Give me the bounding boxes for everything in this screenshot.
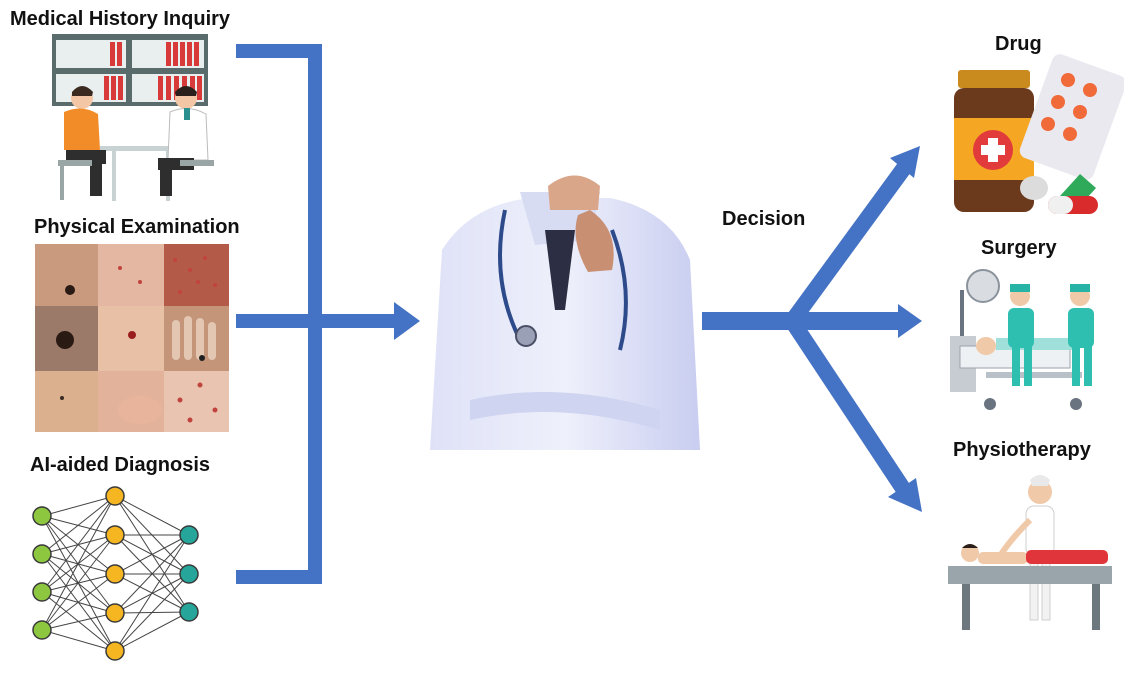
doctor-hand [575, 210, 614, 272]
nn-hidden-node [105, 564, 125, 584]
patient-red-clothing [1026, 550, 1108, 564]
arrow-to-doctor-head [394, 302, 420, 340]
nn-edge [41, 495, 116, 517]
surgical-lamp [966, 269, 1000, 303]
patient-back [978, 552, 1028, 564]
bracket-bottom-arm [236, 570, 322, 584]
nn-edge [41, 495, 116, 593]
nn-input-node [32, 506, 52, 526]
decision-stem [702, 312, 794, 330]
neural-network-diagram [32, 486, 199, 661]
nn-input-node [32, 620, 52, 640]
pill-blister [1019, 54, 1124, 180]
nn-input-node [32, 582, 52, 602]
nn-edge [114, 534, 190, 614]
stethoscope-tube [498, 209, 522, 341]
nn-edge [41, 573, 116, 631]
nn-output-node [179, 602, 199, 622]
surgeon-right [1068, 308, 1094, 348]
nn-edge [41, 495, 116, 555]
thinking-doctor-figure [430, 175, 700, 450]
nn-hidden-node [105, 603, 125, 623]
bracket-middle-arm [236, 314, 396, 328]
stethoscope-chest-piece [515, 325, 537, 347]
doctor-figure [167, 108, 209, 161]
drug-illustration [954, 54, 1124, 214]
label-ai-diagnosis: AI-aided Diagnosis [30, 454, 211, 476]
surgeon-left [1008, 308, 1034, 348]
label-surgery: Surgery [981, 237, 1057, 259]
arrow-drug-line [783, 163, 911, 329]
arrow-drug-head [890, 146, 920, 178]
label-medical-history: Medical History Inquiry [10, 8, 231, 30]
nn-edge [41, 495, 116, 631]
label-physical-exam: Physical Examination [34, 216, 240, 238]
bracket-top-arm [236, 44, 322, 58]
nn-edge [114, 611, 190, 652]
surgery-illustration [950, 269, 1094, 410]
physiotherapist [1025, 505, 1055, 557]
white-pill [1020, 176, 1048, 200]
nn-output-node [179, 564, 199, 584]
decision-arrows [702, 146, 922, 512]
bottle-cap [958, 70, 1030, 88]
arrow-physio-line [783, 313, 911, 495]
desk [100, 146, 182, 151]
nn-edge [114, 573, 190, 652]
nn-output-node [179, 525, 199, 545]
arrow-surgery-head [898, 304, 922, 338]
nn-edge [41, 534, 116, 631]
label-decision: Decision [722, 208, 806, 230]
tie [545, 230, 575, 310]
input-bracket [236, 44, 420, 584]
nn-edge [114, 495, 190, 536]
treatment-table [948, 566, 1112, 584]
nn-edge [114, 534, 190, 575]
label-physiotherapy: Physiotherapy [953, 439, 1091, 461]
nn-hidden-node [105, 525, 125, 545]
physical-exam-photo-grid [35, 244, 229, 432]
nn-edge [41, 612, 116, 631]
nn-hidden-node [105, 486, 125, 506]
doctor-chin [548, 175, 600, 210]
nn-edge [114, 534, 190, 652]
label-drug: Drug [995, 33, 1042, 55]
nn-input-node [32, 544, 52, 564]
arrow-physio-head [888, 478, 922, 512]
medical-history-illustration [52, 34, 214, 201]
nn-edge [41, 629, 116, 652]
nn-hidden-node [105, 641, 125, 661]
physiotherapy-illustration [948, 475, 1112, 630]
patient-figure [64, 108, 100, 150]
